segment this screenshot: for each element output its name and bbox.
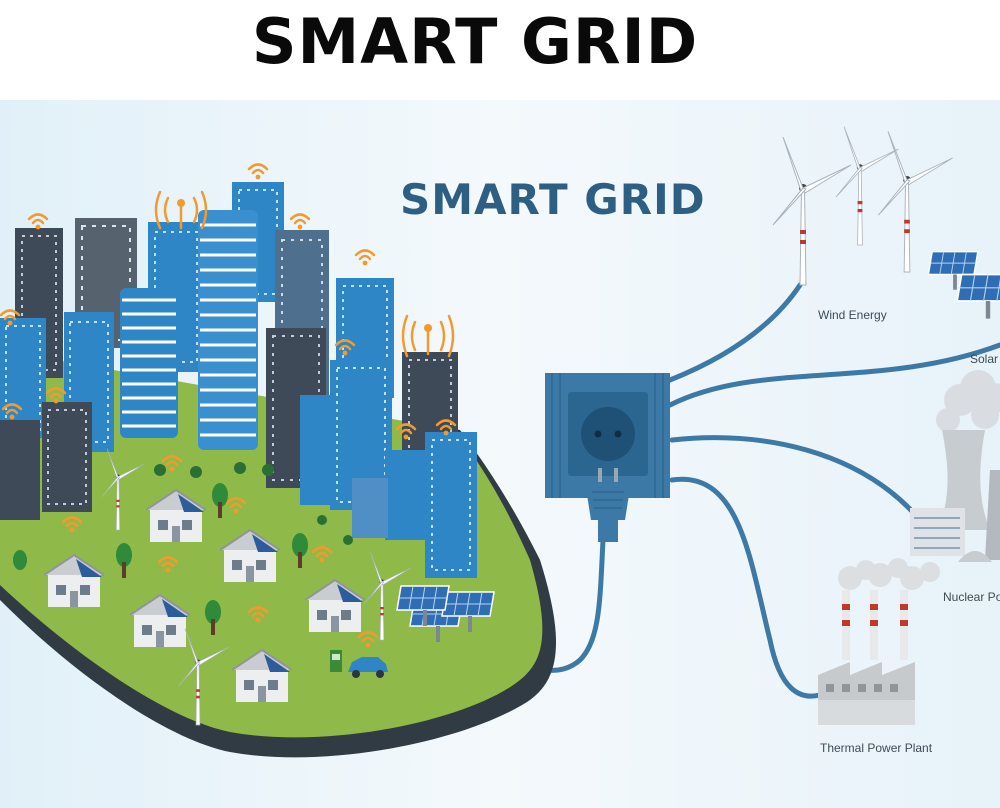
electric-car-icon [330,650,388,678]
wind-energy-label: Wind Energy [818,308,887,322]
nuclear-power-label: Nuclear Pov [943,590,1000,604]
grid-cables [517,282,1000,699]
thermal-plant-icon [818,558,940,725]
smart-grid-diagram [0,100,1000,808]
nuclear-plant-icon [910,370,1000,562]
diagram-title: SMART GRID [400,175,706,224]
page-title: SMART GRID [251,5,699,78]
thermal-power-plant-label: Thermal Power Plant [820,741,933,755]
solar-label: Solar [970,352,999,366]
power-socket-icon [545,373,670,542]
smart-city-icon [0,163,557,758]
